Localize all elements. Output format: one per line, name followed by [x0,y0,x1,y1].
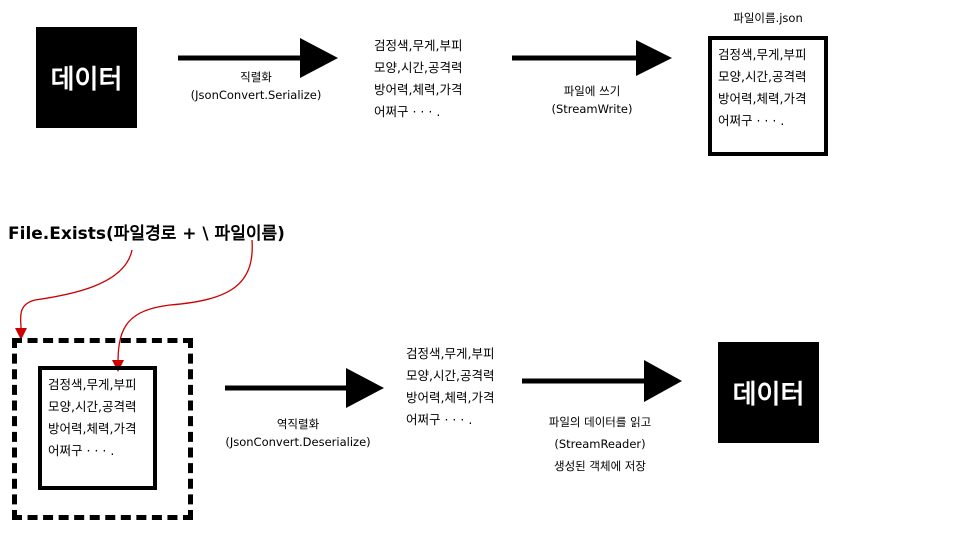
deserialize-caption-line: (JsonConvert.Deserialize) [225,435,371,449]
read-line: 검정색,무게,부피 [406,346,495,361]
file-line: 검정색,무게,부피 [718,47,807,62]
arrow-write [512,40,672,76]
data-object-box: 데이터 [36,27,137,128]
serialized-line: 방어력,체력,가격 [374,82,463,97]
stored-file-line: 어쩌구 · · · . [48,443,115,458]
serialize-caption-line: 직렬화 [240,70,272,84]
arrow-serialize [178,38,338,78]
serialize-caption-line: (JsonConvert.Serialize) [190,88,322,102]
serialize-caption: 직렬화 (JsonConvert.Serialize) [176,68,336,104]
read-line: 모양,시간,공격력 [406,368,495,383]
stored-file-box: 검정색,무게,부피 모양,시간,공격력 방어력,체력,가격 어쩌구 · · · … [38,366,157,490]
pointer-path-to-folder [15,249,133,340]
read-caption-line: (StreamReader) [554,437,646,451]
write-caption-line: 파일에 쓰기 [563,84,621,98]
write-caption: 파일에 쓰기 (StreamWrite) [512,82,672,118]
deserialize-caption-line: 역직렬화 [276,417,320,431]
deserialize-caption: 역직렬화 (JsonConvert.Deserialize) [218,415,378,451]
stored-file-line: 검정색,무게,부피 [48,377,137,392]
file-exists-label: File.Exists(파일경로 + \ 파일이름) [8,224,285,244]
read-text: 검정색,무게,부피 모양,시간,공격력 방어력,체력,가격 어쩌구 · · · … [406,343,494,431]
serialized-line: 검정색,무게,부피 [374,38,463,53]
folder-dashed-box [12,338,193,520]
write-caption-line: (StreamWrite) [551,102,633,116]
file-line: 방어력,체력,가격 [718,91,807,106]
stored-file-line: 방어력,체력,가격 [48,421,137,436]
arrow-deserialize [225,368,384,408]
file-title: 파일이름.json [733,11,803,25]
json-file-box: 검정색,무게,부피 모양,시간,공격력 방어력,체력,가격 어쩌구 · · · … [708,36,828,156]
data-object-label: 데이터 [50,65,123,95]
read-caption-line: 생성된 객체에 저장 [554,459,646,473]
restored-data-box: 데이터 [718,342,819,443]
read-caption: 파일의 데이터를 읽고 (StreamReader) 생성된 객체에 저장 [520,411,680,477]
read-line: 어쩌구 · · · . [406,412,473,427]
serialized-line: 어쩌구 · · · . [374,104,441,119]
read-line: 방어력,체력,가격 [406,390,495,405]
stored-file-line: 모양,시간,공격력 [48,399,137,414]
arrow-read [522,360,682,402]
restored-data-label: 데이터 [732,380,805,410]
file-line: 어쩌구 · · · . [718,113,785,128]
file-line: 모양,시간,공격력 [718,69,807,84]
serialized-line: 모양,시간,공격력 [374,60,463,75]
serialized-text: 검정색,무게,부피 모양,시간,공격력 방어력,체력,가격 어쩌구 · · · … [374,35,462,123]
read-caption-line: 파일의 데이터를 읽고 [548,415,652,429]
